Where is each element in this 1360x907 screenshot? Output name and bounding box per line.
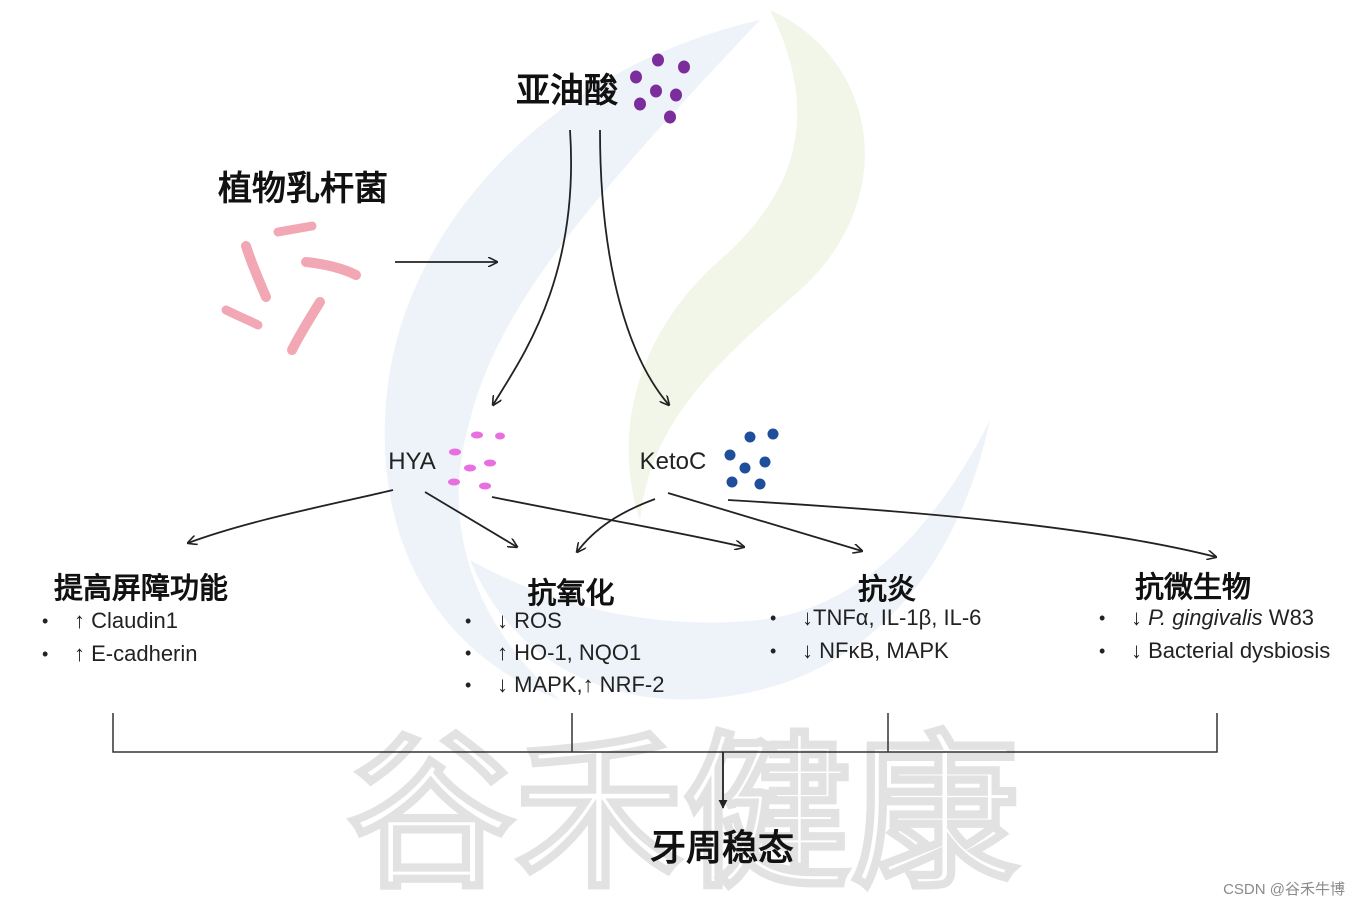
hya-to-antiinflammatory-arrow: [491, 496, 744, 547]
bacterium: [287, 297, 325, 355]
linoleic-dot: [630, 70, 642, 84]
hya-dot: [471, 431, 483, 439]
linoleic-dot: [650, 84, 662, 98]
linoleic-acid-molecules-icon: [630, 53, 690, 124]
hya-to-barrier-arrow: [188, 489, 394, 543]
credit-text: CSDN @谷禾牛博: [1223, 881, 1345, 898]
convergence-bracket: [112, 713, 1218, 809]
ketoc-label: KetoC: [640, 448, 707, 475]
effect-item-suffix: W83: [1263, 605, 1314, 630]
bullet: •: [465, 643, 471, 663]
effect-item: ↓ NFκB, MAPK: [802, 638, 949, 663]
effect-title: 抗氧化: [527, 576, 614, 610]
linoleic-dot: [670, 88, 682, 102]
hya-to-antioxidant-arrow: [424, 491, 517, 547]
outcome-label: 牙周稳态: [650, 828, 794, 869]
ketoc-dot: [767, 428, 779, 440]
bacterium: [221, 305, 263, 330]
bullet: •: [465, 611, 471, 631]
ketoc-to-antimicrobial-arrow: [727, 499, 1216, 557]
linoleic-dot: [634, 97, 646, 111]
effect-title: 抗炎: [858, 572, 916, 606]
bullet: •: [42, 611, 48, 631]
logo-watermark: [384, 10, 990, 700]
hya-molecules-icon: [448, 431, 505, 490]
hya-dot: [479, 482, 491, 490]
ketoc-to-antioxidant-arrow: [577, 498, 656, 552]
hya-dot: [484, 459, 496, 467]
bacterium: [301, 257, 361, 280]
ketoc-dot: [739, 462, 751, 474]
bullet: •: [1099, 641, 1105, 661]
effect-antimicrobial: 抗微生物 • ↓ P. gingivalis W83 • ↓ Bacterial…: [1099, 570, 1330, 663]
effect-antioxidant: 抗氧化 • ↓ ROS • ↑ HO-1, NQO1 • ↓ MAPK,↑ NR…: [465, 576, 664, 697]
linoleic-dot: [652, 53, 664, 67]
bacterium: [273, 221, 317, 237]
linoleic-to-ketoc-arrow: [599, 129, 669, 405]
effect-anti-inflammatory: 抗炎 • ↓TNFα, IL-1β, IL-6 • ↓ NFκB, MAPK: [770, 572, 981, 663]
effect-item: ↓ Bacterial dysbiosis: [1131, 638, 1330, 663]
logo-green-leaf: [628, 10, 865, 520]
logo-blue-swoosh: [384, 20, 760, 700]
lactobacillus-label: 植物乳杆菌: [218, 169, 388, 209]
effect-item: ↑ E-cadherin: [74, 641, 198, 666]
effect-item: ↑ Claudin1: [74, 608, 178, 633]
hya-label: HYA: [388, 448, 436, 475]
linoleic-dot: [678, 60, 690, 74]
effect-title: 提高屏障功能: [54, 571, 228, 605]
bullet: •: [770, 641, 776, 661]
ketoc-molecules-icon: [724, 428, 779, 490]
ketoc-dot: [759, 456, 771, 468]
effect-barrier-function: 提高屏障功能 • ↑ Claudin1 • ↑ E-cadherin: [42, 571, 228, 666]
bullet: •: [42, 644, 48, 664]
effect-title: 抗微生物: [1135, 570, 1251, 604]
hya-dot: [464, 464, 476, 472]
effect-item-prefix: ↓: [1131, 605, 1148, 630]
hya-dot: [495, 432, 505, 440]
bacteria-icon: [221, 221, 361, 355]
ketoc-dot: [754, 478, 766, 490]
ketoc-to-antiinflammatory-arrow: [667, 492, 862, 551]
effect-item-pathogen: ↓ P. gingivalis W83: [1131, 605, 1314, 630]
hya-dot: [449, 448, 461, 456]
bullet: •: [1099, 608, 1105, 628]
bullet: •: [465, 675, 471, 695]
linoleic-dot: [664, 110, 676, 124]
ketoc-dot: [726, 476, 738, 488]
effect-item: ↓ MAPK,↑ NRF-2: [497, 672, 664, 697]
effect-item: ↓ ROS: [497, 608, 562, 633]
brand-watermark: 谷禾健康: [347, 716, 1019, 907]
logo-blue-swoosh-lower: [470, 420, 990, 700]
effect-item: ↑ HO-1, NQO1: [497, 640, 641, 665]
bacterium: [241, 241, 271, 302]
bullet: •: [770, 608, 776, 628]
linoleic-acid-label: 亚油酸: [516, 71, 619, 111]
ketoc-dot: [724, 449, 736, 461]
effect-item: ↓TNFα, IL-1β, IL-6: [802, 605, 981, 630]
ketoc-dot: [744, 431, 756, 443]
bracket-line: [112, 713, 1218, 753]
linoleic-to-hya-arrow: [493, 129, 572, 405]
hya-dot: [448, 478, 460, 486]
effect-item-species: P. gingivalis: [1148, 605, 1263, 630]
